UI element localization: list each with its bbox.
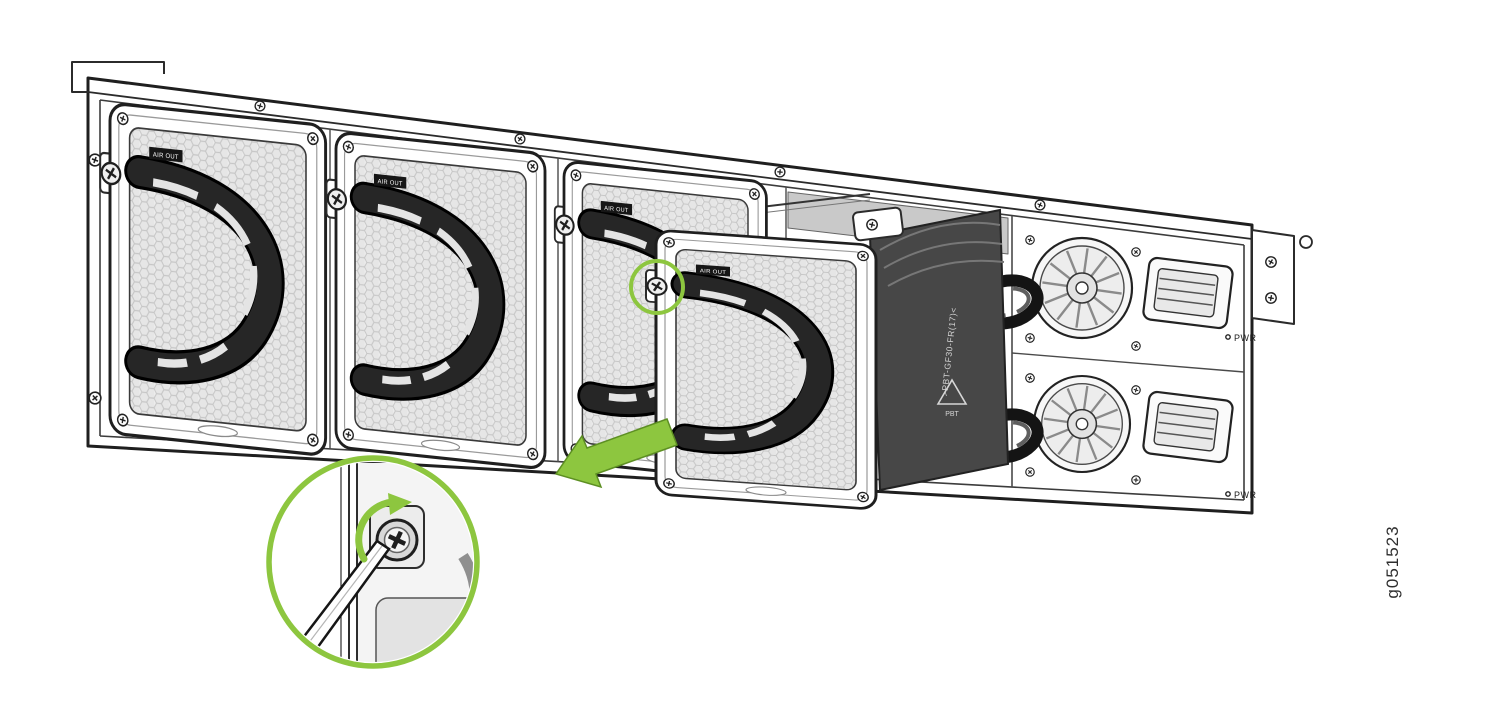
- psu-mid-divider: [1011, 352, 1245, 373]
- panel-hole: [1299, 235, 1313, 249]
- psu-2-pwr-label: PWR: [1234, 490, 1257, 500]
- thumbscrew-callout-circle: [629, 259, 685, 315]
- inset-ring: [266, 455, 480, 669]
- latch-bracket: [852, 206, 904, 242]
- fan-tray-1: [100, 102, 325, 456]
- fan-tray-2: [327, 131, 546, 469]
- psu-2-led: [1225, 491, 1231, 497]
- recycling-symbol-icon: [936, 378, 968, 405]
- psu-1-connector: [1142, 256, 1234, 330]
- chassis-top-lip: [87, 91, 1253, 240]
- figure-code-label: g051523: [1383, 525, 1402, 598]
- psu-2-connector: [1142, 390, 1234, 464]
- psu-1-fan: [1030, 236, 1134, 340]
- psu-2-fan: [1032, 374, 1132, 474]
- removal-direction-arrow-icon: [554, 418, 678, 489]
- loosen-rotation-arrow-icon: [355, 493, 412, 563]
- removed-fan-tray-housing: >PBT-GF30-FR(17)< PBT: [852, 206, 1010, 492]
- removed-fan-tray: [646, 229, 876, 509]
- right-mounting-ear: [1251, 229, 1313, 325]
- psu-1-pwr-label: PWR: [1234, 333, 1257, 343]
- material-code-label: PBT: [945, 411, 959, 418]
- psu-1-led: [1225, 334, 1231, 340]
- chassis-left-flange: [71, 61, 165, 93]
